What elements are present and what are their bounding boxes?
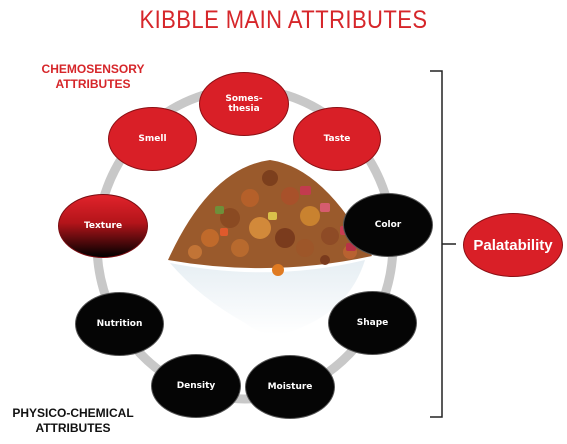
diagram-title: KIBBLE MAIN ATTRIBUTES xyxy=(139,6,428,34)
node-moisture: Moisture xyxy=(245,355,335,419)
node-taste: Taste xyxy=(293,107,381,171)
node-density: Density xyxy=(151,354,241,418)
node-moisture-label: Moisture xyxy=(267,382,313,392)
node-shape: Shape xyxy=(328,291,417,355)
node-shape-label: Shape xyxy=(356,318,389,328)
palatability-result: Palatability xyxy=(463,213,563,277)
node-nutrition: Nutrition xyxy=(75,292,164,356)
kibble-pile-image xyxy=(168,160,372,335)
grouping-bracket xyxy=(430,70,456,418)
chemosensory-label: CHEMOSENSORY ATTRIBUTES xyxy=(41,62,145,91)
kibble-pieces xyxy=(188,170,357,276)
node-density-label: Density xyxy=(176,381,216,391)
node-taste-label: Taste xyxy=(323,134,351,144)
node-texture-label: Texture xyxy=(83,221,123,231)
node-texture: Texture xyxy=(58,194,148,258)
palatability-label: Palatability xyxy=(473,236,553,254)
physico-chemical-label: PHYSICO-CHEMICAL ATTRIBUTES xyxy=(12,406,134,435)
node-color-label: Color xyxy=(374,220,402,230)
node-smell: Smell xyxy=(108,107,197,171)
node-somesthesia-label: Somes- thesia xyxy=(225,94,263,114)
kibble-reflection xyxy=(170,260,365,335)
node-color: Color xyxy=(343,193,433,257)
node-smell-label: Smell xyxy=(138,134,167,144)
node-somesthesia: Somes- thesia xyxy=(199,72,289,136)
node-nutrition-label: Nutrition xyxy=(96,319,143,329)
